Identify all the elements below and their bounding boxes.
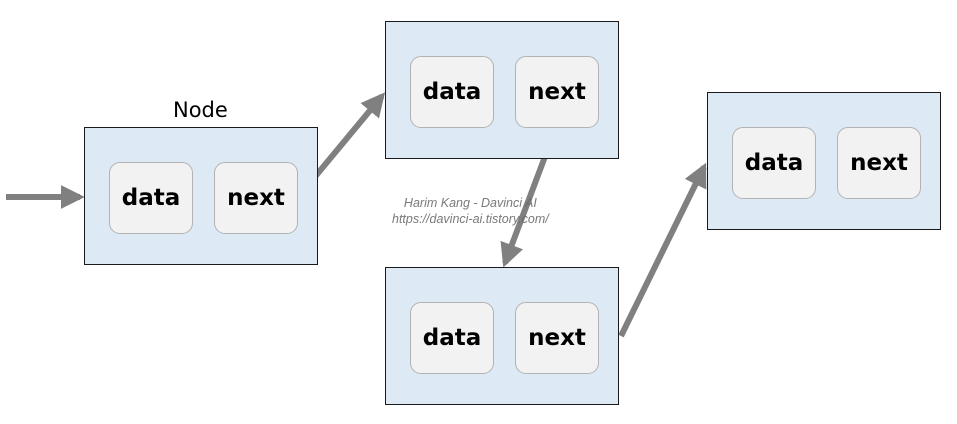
watermark: Harim Kang - Davinci AI https://davinci-… [392,195,549,227]
data-field: data [732,127,816,199]
node-3: data next [385,267,619,405]
node-4: data next [707,92,941,230]
data-field: data [109,162,193,234]
next-pointer-field: next [214,162,298,234]
next-pointer-field: next [515,302,599,374]
node-2: data next [385,21,619,159]
data-field: data [410,56,494,128]
next-pointer-field: next [515,56,599,128]
watermark-url: https://davinci-ai.tistory.com/ [392,212,549,226]
watermark-author: Harim Kang - Davinci AI [403,196,537,210]
node-label: Node [173,98,228,122]
arrow-node-3-to-node-4 [618,162,707,338]
node-1: data next [84,127,318,265]
next-pointer-field: next [837,127,921,199]
data-field: data [410,302,494,374]
